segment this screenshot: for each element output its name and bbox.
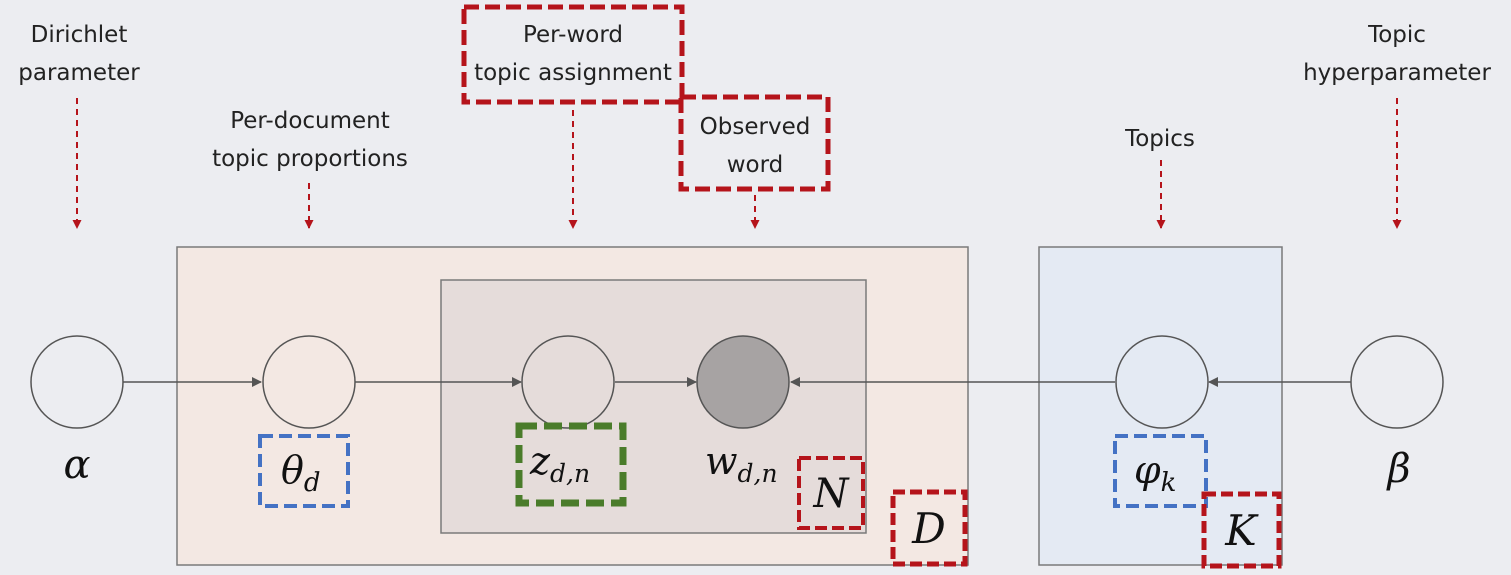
- symbol-phi: φ: [1134, 448, 1161, 492]
- label-doc-topic-2: topic proportions: [212, 146, 408, 172]
- label-word-topic-2: topic assignment: [474, 60, 672, 86]
- symbol-theta: θ: [281, 448, 304, 492]
- symbol-K: K: [1224, 506, 1259, 555]
- label-topics: Topics: [1124, 126, 1195, 152]
- symbol-theta-subscript: d: [304, 468, 321, 498]
- highlight-K: [1201, 491, 1282, 569]
- highlight-observed-label: [678, 94, 831, 192]
- node-alpha: [30, 335, 124, 429]
- highlight-word-topic-label: [461, 4, 685, 105]
- label-topic-hyper-2: hyperparameter: [1303, 60, 1491, 86]
- node-theta: [262, 335, 356, 429]
- node-beta: [1350, 335, 1444, 429]
- label-dirichlet-1: Dirichlet: [31, 22, 128, 48]
- symbol-D: D: [911, 504, 946, 553]
- highlight-z: [515, 422, 627, 507]
- node-w-observed: [696, 335, 790, 429]
- label-observed-2: word: [727, 152, 784, 178]
- symbol-w-subscript: d,n: [738, 459, 778, 488]
- symbol-N: N: [813, 471, 851, 517]
- label-doc-topic-1: Per-document: [230, 108, 390, 134]
- symbol-beta: β: [1385, 446, 1410, 492]
- label-dirichlet-2: parameter: [18, 60, 140, 86]
- symbol-theta-d: θd: [281, 448, 321, 498]
- symbol-z-subscript: d,n: [550, 459, 590, 488]
- symbol-z: z: [529, 439, 551, 483]
- symbol-z-dn: zd,n: [529, 439, 590, 488]
- node-z: [521, 335, 615, 429]
- word-plate: [440, 279, 867, 534]
- highlight-theta: [258, 434, 350, 508]
- symbol-phi-subscript: k: [1161, 468, 1177, 498]
- highlight-phi: [1113, 434, 1208, 508]
- label-word-topic-1: Per-word: [523, 22, 623, 48]
- label-observed-1: Observed: [700, 114, 811, 140]
- symbol-w: w: [705, 439, 738, 483]
- symbol-w-dn: wd,n: [705, 439, 778, 488]
- symbol-phi-k: φk: [1134, 448, 1176, 498]
- symbol-alpha: α: [63, 442, 90, 488]
- label-topic-hyper-1: Topic: [1367, 22, 1426, 48]
- node-phi: [1115, 335, 1209, 429]
- highlight-N: [797, 456, 865, 530]
- highlight-D: [890, 489, 968, 567]
